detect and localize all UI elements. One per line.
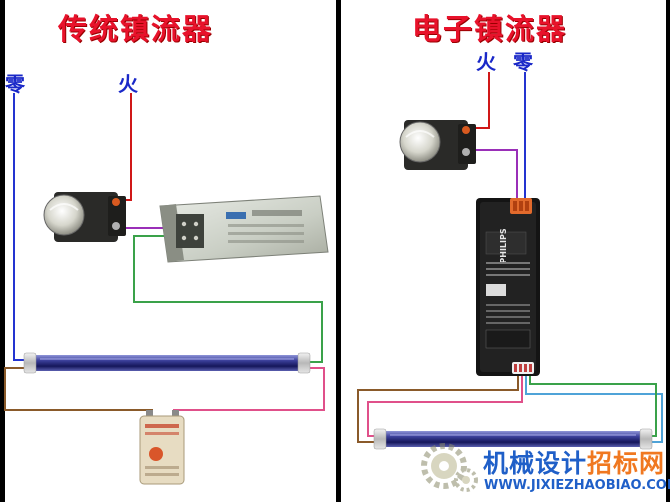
left-live-wire: [116, 93, 132, 201]
right-switch-to-ballast-wire: [468, 149, 518, 202]
watermark-title-part2: 招标网: [587, 449, 666, 478]
left-neutral-wire: [13, 93, 30, 361]
left-ballast-to-tube-wire: [133, 235, 323, 363]
watermark-url: WWW.JIXIEZHAOBIAO.COM: [484, 478, 670, 493]
left-tube-to-starter-wire-brown: [4, 367, 153, 416]
right-ballast-output-wire-pink: [367, 372, 523, 437]
left-title: 传统镇流器: [58, 12, 214, 46]
starter: [139, 410, 185, 485]
right-live-label: 火: [476, 50, 496, 74]
left-border: [0, 0, 5, 502]
left-neutral-label: 零: [5, 72, 25, 96]
watermark-title-part1: 机械设计: [483, 449, 588, 478]
watermark-title: 机械设计招标网: [483, 444, 665, 480]
left-live-label: 火: [118, 72, 138, 96]
right-ballast-output-wire-green: [529, 372, 657, 437]
left-tube-to-starter-wire-pink: [173, 367, 325, 416]
right-fluorescent-tube: [373, 428, 653, 450]
right-title: 电子镇流器: [412, 12, 568, 46]
right-ballast-output-wire-blue: [525, 372, 663, 443]
electronic-ballast: PHILIPS: [476, 198, 540, 376]
right-switch: [399, 120, 476, 170]
ballast-brand-text: PHILIPS: [499, 228, 508, 263]
right-live-wire: [468, 72, 490, 129]
right-ballast-output-wire-brown: [357, 372, 519, 443]
left-switch: [43, 192, 126, 242]
gear-icon: [421, 443, 478, 492]
left-fluorescent-tube: [23, 352, 311, 374]
right-neutral-label: 零: [513, 50, 533, 74]
traditional-ballast: [159, 195, 329, 263]
center-divider: [336, 0, 341, 502]
right-border: [666, 0, 670, 502]
